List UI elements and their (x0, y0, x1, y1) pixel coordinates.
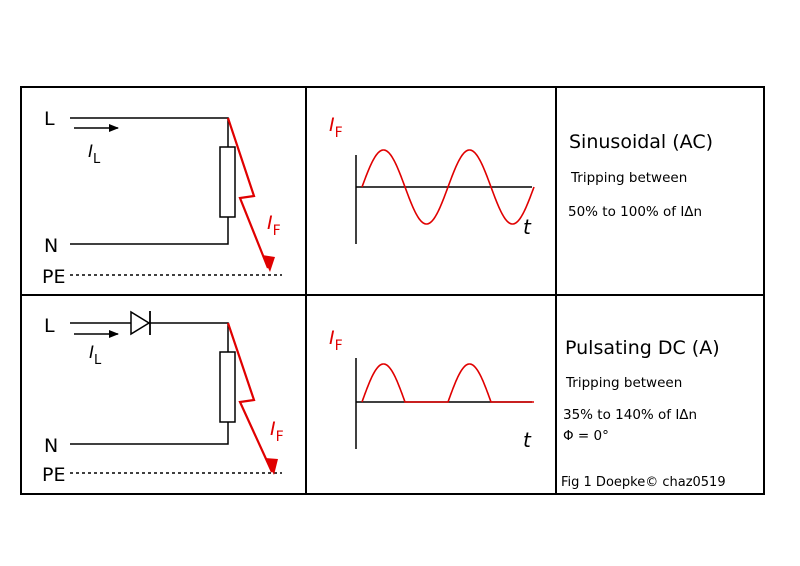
neutral-label: N (44, 435, 58, 457)
neutral-label: N (44, 235, 58, 257)
live-label: L (44, 108, 55, 130)
load-resistor (219, 146, 236, 218)
circuit-a: L IL N PE IF (42, 310, 284, 486)
live-wire (70, 117, 229, 147)
current-label: IL (89, 343, 102, 368)
description-a: Pulsating DC (A) Tripping between 35% to… (561, 337, 726, 490)
trip-range: 50% to 100% of IΔn (568, 204, 702, 220)
figure-caption: Fig 1 Doepke© chaz0519 (561, 475, 726, 490)
load-resistor (219, 351, 236, 423)
fault-label: IF (270, 418, 284, 445)
earth-label: PE (42, 266, 65, 288)
fault-arrowhead (265, 458, 278, 475)
sine-waveform (361, 149, 535, 225)
description-ac: Sinusoidal (AC) Tripping between 50% to … (568, 131, 713, 220)
trip-range: 35% to 140% of IΔn (563, 407, 697, 423)
trip-text: Tripping between (570, 170, 687, 186)
fault-label: IF (267, 212, 281, 239)
trip-text: Tripping between (565, 375, 682, 391)
diode-icon (130, 310, 151, 336)
graph-ac: IF t (329, 114, 535, 244)
x-axis-label: t (523, 428, 532, 452)
table-grid (20, 86, 765, 495)
fault-current-path (226, 117, 270, 269)
phase-angle: Φ = 0° (563, 428, 609, 444)
y-axis-label: IF (329, 327, 343, 354)
type-title: Pulsating DC (A) (565, 337, 720, 359)
neutral-wire (70, 217, 229, 245)
y-axis-label: IF (329, 114, 343, 141)
live-label: L (44, 315, 55, 337)
earth-label: PE (42, 464, 65, 486)
circuit-ac: L IL N PE IF (42, 108, 282, 288)
graph-a: IF t (329, 327, 534, 452)
fault-arrowhead (262, 255, 275, 272)
x-axis-label: t (523, 215, 532, 239)
current-label: IL (88, 142, 101, 167)
neutral-wire (70, 422, 229, 445)
fault-current-path (226, 322, 274, 473)
pulsating-waveform (361, 363, 534, 403)
type-title: Sinusoidal (AC) (569, 131, 713, 153)
table-border (20, 86, 765, 495)
